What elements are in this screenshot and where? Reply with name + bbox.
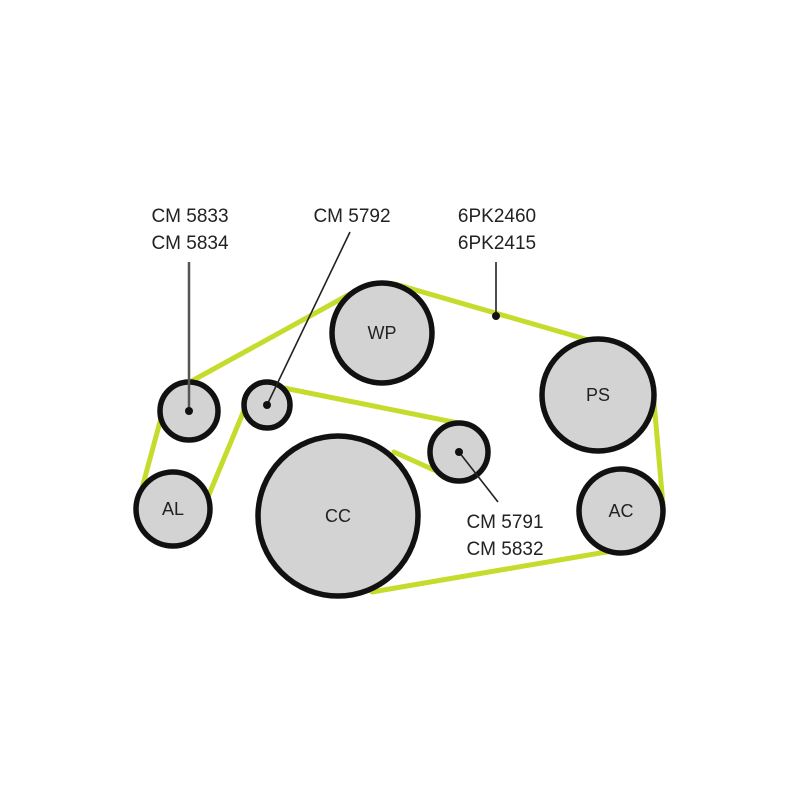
pulley-label-ac: AC xyxy=(608,501,633,521)
leader-dot xyxy=(263,401,271,409)
belt-number-label: 6PK2460 xyxy=(458,206,536,227)
leader-dot xyxy=(492,312,500,320)
pulley-label-wp: WP xyxy=(368,323,397,343)
pulley-ac xyxy=(576,466,666,556)
pulley-label-ps: PS xyxy=(586,385,610,405)
part-number-label: CM 5792 xyxy=(313,206,390,227)
leader-dot xyxy=(185,407,193,415)
pulley-label-al: AL xyxy=(162,499,184,519)
pulley-cc xyxy=(255,433,421,599)
leader-lines xyxy=(185,231,500,503)
belt-segment xyxy=(392,281,595,344)
belt-segment xyxy=(205,405,248,500)
part-number-label: CM 5834 xyxy=(151,233,229,254)
belt-number-label: 6PK2415 xyxy=(458,233,536,254)
pulley-label-cc: CC xyxy=(325,506,351,526)
pulley-al xyxy=(133,469,213,549)
belt-segment xyxy=(187,291,353,385)
belt-segment xyxy=(281,385,461,426)
part-number-label: CM 5791 xyxy=(466,512,543,533)
leader-line-idler-right xyxy=(458,451,499,503)
belt-segment xyxy=(369,548,615,595)
pulley-ps xyxy=(539,336,657,454)
belt-segment xyxy=(138,415,164,495)
part-number-label: CM 5833 xyxy=(151,206,228,227)
leader-line-idler-top xyxy=(266,231,351,406)
belt-segment xyxy=(651,399,666,508)
belt-segment xyxy=(391,449,437,473)
part-number-label: CM 5832 xyxy=(466,539,543,560)
pulley-wp xyxy=(329,280,435,386)
belt xyxy=(138,281,666,595)
leader-dot xyxy=(455,448,463,456)
